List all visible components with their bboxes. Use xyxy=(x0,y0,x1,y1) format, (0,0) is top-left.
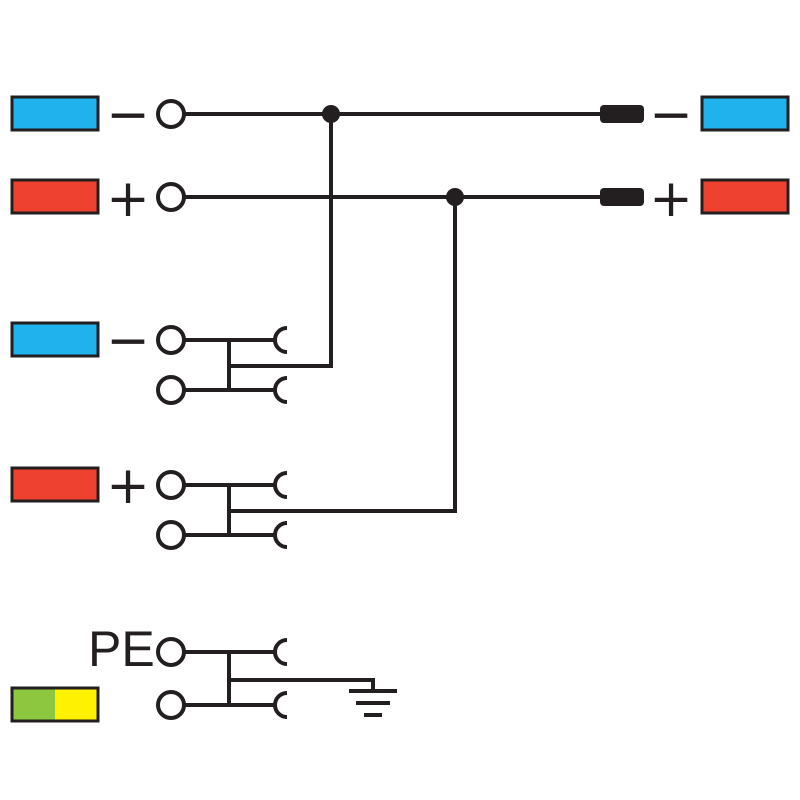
terminal-circle-icon xyxy=(156,182,186,212)
terminal-circle-icon xyxy=(156,375,186,405)
pe-label: PE xyxy=(88,621,155,677)
row-4-plus: + xyxy=(10,456,288,550)
terminal-circle-icon xyxy=(156,520,186,550)
ground-wire xyxy=(229,678,375,690)
pe-yellow-half xyxy=(55,688,98,721)
socket-icon xyxy=(273,376,288,404)
color-marker-red xyxy=(700,178,790,215)
terminal-circle-icon xyxy=(156,325,186,355)
polarity-sign: + xyxy=(106,456,150,516)
color-marker-blue xyxy=(10,321,100,358)
plug-icon xyxy=(600,188,644,206)
main-wires xyxy=(184,105,600,513)
socket-icon xyxy=(273,521,288,549)
color-marker-red xyxy=(10,178,100,215)
polarity-sign: + xyxy=(106,169,150,229)
row-5-pe: PE xyxy=(10,621,397,723)
terminal-circle-icon xyxy=(156,470,186,500)
color-marker-blue xyxy=(700,95,790,132)
ground-icon xyxy=(349,689,397,717)
socket-icon xyxy=(273,638,288,666)
polarity-sign: − xyxy=(649,85,693,145)
socket-icon xyxy=(273,471,288,499)
color-marker-blue xyxy=(10,95,100,132)
terminal-circle-icon xyxy=(156,637,186,667)
socket-icon xyxy=(273,326,288,354)
plug-icon xyxy=(600,105,644,123)
polarity-sign: + xyxy=(649,169,693,229)
polarity-sign: − xyxy=(106,85,150,145)
polarity-sign: − xyxy=(106,311,150,371)
socket-icon xyxy=(273,691,288,719)
color-marker-green-yellow xyxy=(10,686,100,723)
row-2-plus: + xyxy=(10,169,186,229)
color-marker-red xyxy=(10,466,100,503)
row-1-minus: − xyxy=(10,85,186,145)
plus-drop xyxy=(229,197,457,513)
minus-drop xyxy=(229,114,333,368)
terminal-circle-icon xyxy=(156,690,186,720)
output-side: − + xyxy=(600,85,790,229)
pe-marker-outline xyxy=(10,686,100,723)
terminal-circle-icon xyxy=(156,99,186,129)
pe-green-half xyxy=(12,688,55,721)
row-3-minus: − xyxy=(10,311,288,405)
